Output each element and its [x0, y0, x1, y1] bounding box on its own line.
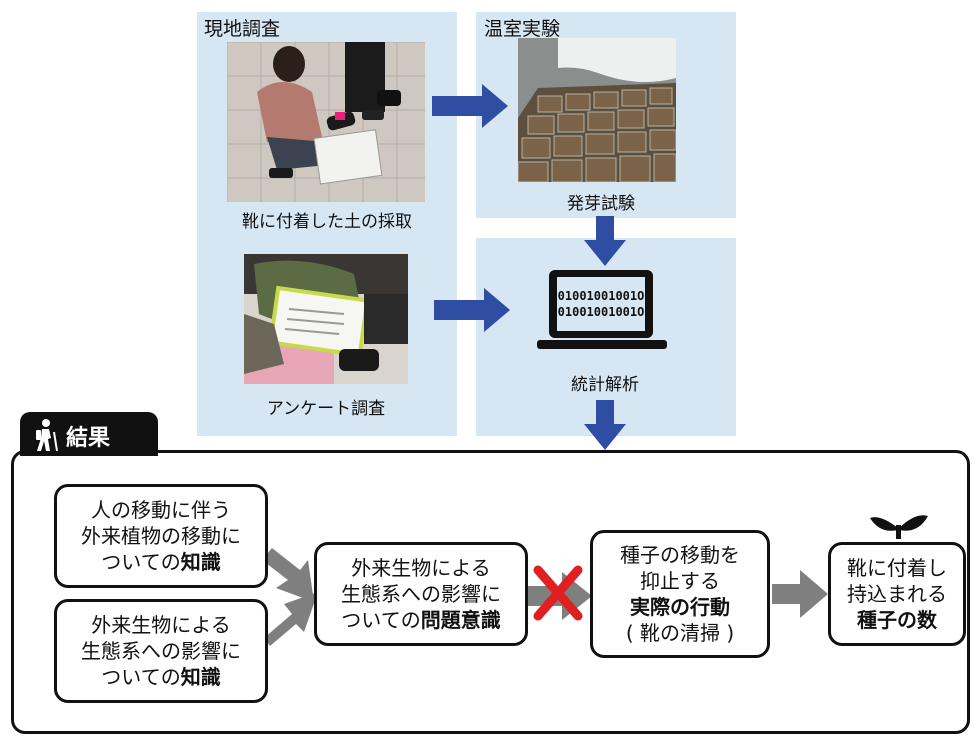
questionnaire-caption: アンケート調査 — [266, 399, 386, 419]
awareness-box: 外来生物による 生態系への影響に ついての問題意識 — [314, 542, 528, 646]
box3-line3: ついての問題意識 — [341, 608, 501, 632]
box3-line1: 外来生物による — [351, 556, 491, 580]
box5-line3: 種子の数 — [857, 608, 937, 632]
results-title: 結果 — [66, 426, 111, 451]
box2-line2: 生態系への影響に — [81, 639, 241, 663]
germination-caption: 発芽試験 — [567, 194, 635, 214]
sprout-icon — [870, 515, 928, 539]
red-cross-icon — [533, 565, 583, 621]
box1-line2: 外来植物の移動に — [81, 524, 241, 548]
arrow-field-to-greenhouse — [432, 84, 508, 128]
hiker-icon — [36, 419, 58, 452]
box5-line2: 持込まれる — [847, 582, 947, 606]
arrow-box4-to-box5 — [772, 570, 828, 618]
box4-line2: 抑止する — [640, 569, 720, 593]
arrow-box2-to-box3 — [264, 592, 318, 646]
box4-line1: 種子の移動を — [620, 543, 740, 567]
box4-line4: ( 靴の清掃 ) — [625, 621, 735, 645]
knowledge-plant-movement-box: 人の移動に伴う 外来植物の移動に ついての知識 — [54, 484, 268, 588]
actual-behavior-box: 種子の移動を 抑止する 実際の行動 ( 靴の清掃 ) — [590, 530, 770, 658]
box4-line3: 実際の行動 — [630, 595, 730, 619]
box3-line2: 生態系への影響に — [341, 582, 501, 606]
soil-sampling-caption: 靴に付着した土の採取 — [242, 212, 412, 232]
box2-line1: 外来生物による — [91, 613, 231, 637]
arrow-analysis-to-results — [584, 400, 626, 450]
box2-line3: ついての知識 — [101, 665, 221, 689]
questionnaire-photo — [244, 254, 408, 384]
knowledge-ecosystem-impact-box: 外来生物による 生態系への影響に ついての知識 — [54, 599, 268, 703]
soil-sampling-photo — [227, 42, 425, 202]
box5-line1: 靴に付着し — [847, 556, 947, 580]
laptop-icon: 01001001001O 01001001001O — [537, 270, 667, 349]
greenhouse-photo — [518, 38, 676, 182]
arrow-germination-down — [584, 216, 626, 266]
seed-count-box: 靴に付着し 持込まれる 種子の数 — [828, 542, 966, 646]
box1-line3: ついての知識 — [101, 550, 221, 574]
binary-line-2: 01001001001O — [558, 305, 645, 319]
greenhouse-title: 温室実験 — [484, 18, 561, 40]
binary-line-1: 01001001001O — [558, 289, 645, 303]
statistical-analysis-caption: 統計解析 — [571, 375, 639, 395]
box1-line1: 人の移動に伴う — [91, 498, 231, 522]
field-survey-title: 現地調査 — [204, 18, 281, 40]
arrow-box1-to-box3 — [262, 548, 314, 602]
arrow-questionnaire-to-analysis — [434, 288, 510, 332]
